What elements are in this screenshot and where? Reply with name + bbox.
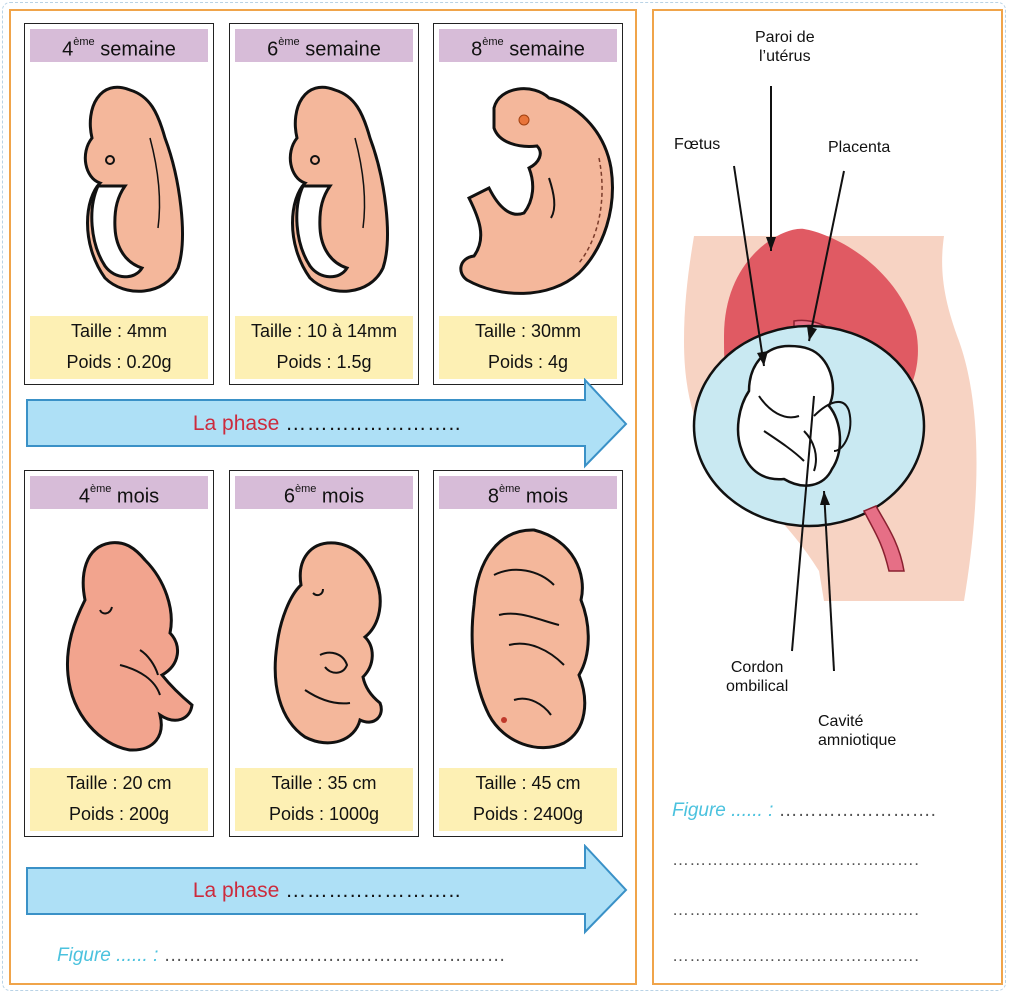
size-text: Taille : 35 cm [235,768,413,799]
stage-header: 4ème semaine [30,29,208,62]
uterus-diagram [654,11,1001,751]
stage-card-week-4: 4ème semaine Taille : 4mm Poids : 0.20g [24,23,214,385]
stage-header: 8ème semaine [439,29,617,62]
label-placenta: Placenta [828,138,890,157]
weight-text: Poids : 0.20g [30,347,208,378]
figure-label: Figure ...... : [57,945,158,966]
stage-header: 6ème semaine [235,29,413,62]
weight-text: Poids : 1000g [235,799,413,830]
size-text: Taille : 30mm [439,316,617,347]
stage-info: Taille : 4mm Poids : 0.20g [30,316,208,379]
stage-info: Taille : 20 cm Poids : 200g [30,768,208,831]
size-text: Taille : 4mm [30,316,208,347]
figure-blank: ……………………………………………… [164,945,506,966]
weight-text: Poids : 4g [439,347,617,378]
answer-line: ……………………………………. [672,900,919,920]
phase-word: La phase [193,879,279,902]
phase-label: La phase ………..………….. [25,409,629,439]
phase-word: La phase [193,412,279,435]
stage-card-month-8: 8ème mois Taille : 45 cm Poids : 2400g [433,470,623,837]
fetus-month-8-illustration [439,515,617,765]
label-uterus-wall: Paroi de l’utérus [755,28,815,66]
size-text: Taille : 45 cm [439,768,617,799]
label-foetus: Fœtus [674,135,720,154]
label-amniotic-cavity: Cavité amniotique [818,712,896,750]
right-figure-caption: Figure ...... : ……………………. [672,800,936,822]
fetus-month-4-illustration [30,515,208,765]
phase-blank: ………..………….. [285,412,461,435]
phase-label: La phase ………..………….. [25,876,629,906]
stage-info: Taille : 45 cm Poids : 2400g [439,768,617,831]
figure-blank: ……………………. [779,800,936,821]
phase-arrow-embryonic: La phase ………..………….. [25,378,629,470]
weight-text: Poids : 2400g [439,799,617,830]
embryo-week-4-illustration [30,68,208,308]
left-figure-caption: Figure ...... : ……………………………………………… [57,945,506,967]
stage-card-week-8: 8ème semaine Taille : 30mm Poids : 4g [433,23,623,385]
stage-info: Taille : 30mm Poids : 4g [439,316,617,379]
embryo-week-6-illustration [235,68,413,308]
stage-header: 4ème mois [30,476,208,509]
stage-info: Taille : 10 à 14mm Poids : 1.5g [235,316,413,379]
figure-label: Figure ...... : [672,800,773,821]
weight-text: Poids : 200g [30,799,208,830]
answer-line: ……………………………………. [672,946,919,966]
fetus-month-6-illustration [235,515,413,765]
stage-card-month-4: 4ème mois Taille : 20 cm Poids : 200g [24,470,214,837]
stage-header: 6ème mois [235,476,413,509]
phase-arrow-fetal: La phase ………..………….. [25,844,629,936]
size-text: Taille : 20 cm [30,768,208,799]
size-text: Taille : 10 à 14mm [235,316,413,347]
answer-line: ……………………………………. [672,850,919,870]
stage-info: Taille : 35 cm Poids : 1000g [235,768,413,831]
stage-card-week-6: 6ème semaine Taille : 10 à 14mm Poids : … [229,23,419,385]
embryo-week-8-illustration [439,68,617,308]
label-umbilical-cord: Cordon ombilical [726,658,788,696]
weight-text: Poids : 1.5g [235,347,413,378]
phase-blank: ………..………….. [285,879,461,902]
stage-card-month-6: 6ème mois Taille : 35 cm Poids : 1000g [229,470,419,837]
stage-header: 8ème mois [439,476,617,509]
